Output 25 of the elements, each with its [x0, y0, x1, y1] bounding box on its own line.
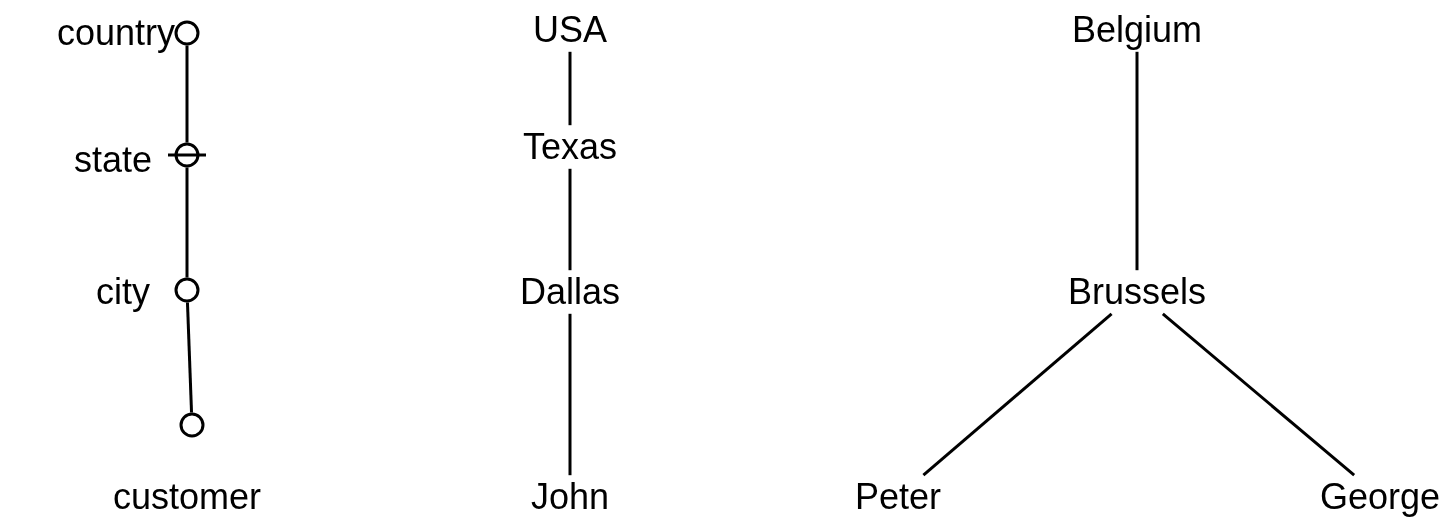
circle-node: [173, 19, 201, 47]
connector-line: [568, 51, 572, 126]
node-label: Brussels: [1068, 272, 1206, 312]
connector-line: [922, 312, 1113, 477]
connector-line: [185, 302, 194, 413]
connector-line: [568, 168, 572, 271]
node-label: USA: [533, 10, 607, 50]
connector-line: [185, 45, 189, 143]
node-label: George: [1319, 477, 1441, 517]
node-label: city: [96, 272, 150, 312]
node-label: Dallas: [520, 272, 620, 312]
node-label: state: [73, 140, 152, 180]
node-label: John: [530, 477, 610, 517]
connector-line: [1161, 312, 1356, 477]
node-label: customer: [112, 477, 261, 517]
node-label: Belgium: [1071, 10, 1203, 50]
circle-node: [173, 276, 201, 304]
node-label: Peter: [855, 477, 941, 517]
connector-line: [568, 313, 572, 476]
circle-node: [178, 411, 206, 439]
connector-line: [185, 167, 189, 278]
node-label: country: [56, 13, 175, 53]
connector-line: [1135, 51, 1139, 271]
crossed-circle: [167, 141, 207, 169]
node-label: Texas: [523, 127, 617, 167]
